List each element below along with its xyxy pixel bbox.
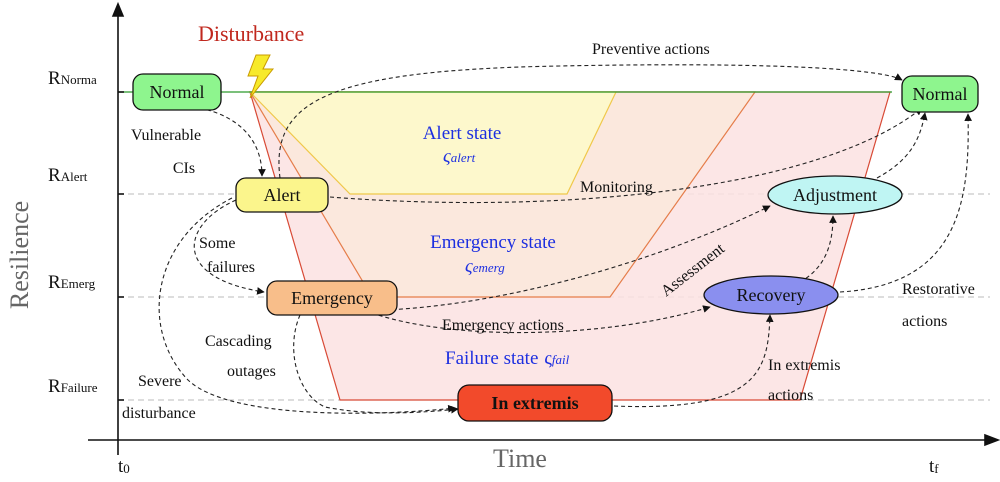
arrow-in-extremis-to-recovery <box>613 314 774 408</box>
arrow-alert-to-normal <box>329 107 923 204</box>
arrow-alert-to-in-extremis <box>158 197 456 414</box>
emergency-state-symbol: ςemerg <box>465 256 505 277</box>
axes <box>88 1 1000 455</box>
y-axis-title: Resilience <box>5 201 34 309</box>
severe-label: Severe <box>138 373 182 390</box>
cascading-label: Cascading <box>205 333 272 350</box>
alert-state-label: Alert state <box>423 123 502 144</box>
arrow-normal-to-alert <box>199 107 266 177</box>
cis-label: CIs <box>173 160 195 177</box>
svg-text:Emergency: Emergency <box>291 288 373 308</box>
svg-text:Recovery: Recovery <box>737 285 806 305</box>
normal-node-right: Normal <box>901 75 979 113</box>
disturbance-label: Disturbance <box>198 21 304 46</box>
disturbance-small-label: disturbance <box>122 405 196 422</box>
outages-label: outages <box>227 363 276 380</box>
lightning-icon <box>247 54 275 99</box>
restorative-actions-label: actions <box>902 313 947 330</box>
svg-text:Normal: Normal <box>913 84 968 104</box>
tf-label: tf <box>929 456 939 477</box>
emergency-node: Emergency <box>266 280 398 316</box>
alert-state-symbol: ςalert <box>443 146 476 167</box>
arrow-emergency-to-adjustment <box>384 205 771 311</box>
x-axis-title: Time <box>493 444 547 473</box>
monitoring-label: Monitoring <box>580 179 653 196</box>
alert-node: Alert <box>235 177 329 213</box>
arrow-recovery-to-adjustment <box>799 215 837 283</box>
svg-text:Normal: Normal <box>150 82 205 102</box>
svg-text:In extremis: In extremis <box>491 393 578 413</box>
normal-node-left: Normal <box>132 73 222 111</box>
r-normal-label: RNorma <box>48 68 97 89</box>
r-alert-label: RAlert <box>48 165 88 186</box>
emergency-actions-label: Emergency actions <box>442 317 564 334</box>
arrow-emergency-to-in-extremis <box>293 314 459 414</box>
r-emerg-label: REmerg <box>48 272 96 293</box>
preventive-actions-label: Preventive actions <box>592 41 710 58</box>
arrow-recovery-to-normal <box>839 113 973 293</box>
svg-text:Alert: Alert <box>264 185 301 205</box>
adjustment-node: Adjustment <box>767 175 903 215</box>
in-extremis-actions-2-label: actions <box>768 387 813 404</box>
failures-label: failures <box>207 259 255 276</box>
restorative-label: Restorative <box>902 281 975 298</box>
recovery-node: Recovery <box>703 275 839 315</box>
r-failure-label: RFailure <box>48 376 98 397</box>
svg-text:Adjustment: Adjustment <box>793 185 877 205</box>
emergency-state-label: Emergency state <box>430 232 556 253</box>
some-label: Some <box>199 235 235 252</box>
in-extremis-node: In extremis <box>457 384 613 422</box>
transition-arrows <box>158 64 973 414</box>
t0-label: t0 <box>118 456 130 477</box>
arrow-emergency-to-recovery <box>371 305 711 334</box>
arrow-adjustment-to-normal <box>876 112 928 179</box>
arrow-preventive-actions <box>278 64 903 179</box>
in-extremis-actions-label: In extremis <box>768 357 840 374</box>
vulnerable-label: Vulnerable <box>131 127 201 144</box>
